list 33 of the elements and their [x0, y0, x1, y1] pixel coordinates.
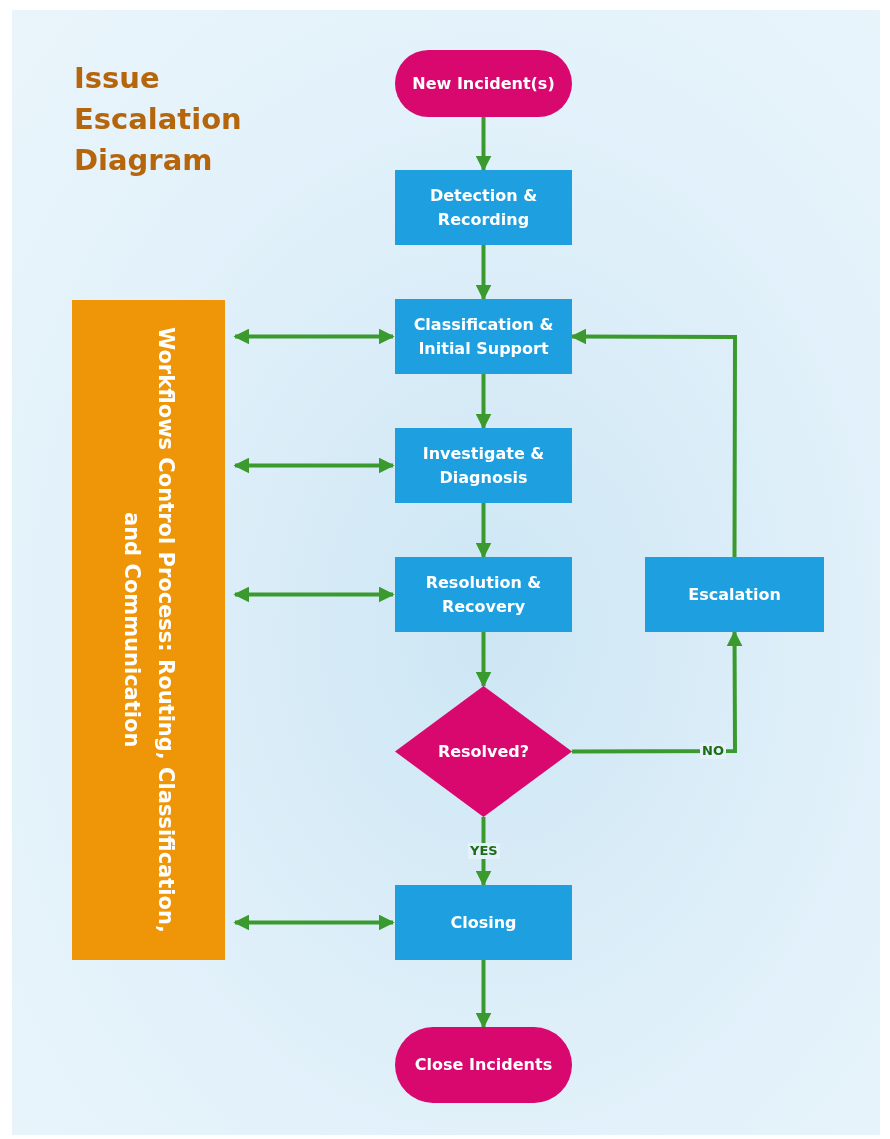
decision-diamond [395, 686, 572, 817]
node-label: New Incident(s) [412, 72, 555, 95]
process-box [395, 557, 572, 632]
workflow-band [72, 300, 225, 960]
arrow [233, 586, 395, 603]
process-box [395, 428, 572, 503]
edge-label: YES [468, 843, 500, 859]
node-label: Investigate & Diagnosis [421, 442, 546, 489]
edge-label: NO [700, 743, 726, 759]
node-label: Classification & Initial Support [412, 313, 555, 360]
process-box [395, 170, 572, 245]
arrow [233, 914, 395, 931]
process-box [645, 557, 824, 632]
arrow [475, 117, 492, 172]
arrow [475, 245, 492, 301]
diagram-title: Issue Escalation Diagram [74, 60, 243, 179]
node-label: Escalation [688, 583, 781, 606]
node-label: Workflows Control Process: Routing, Classification, and Communication [118, 326, 179, 935]
node-label: Resolution & Recovery [424, 571, 543, 618]
arrow [475, 503, 492, 559]
arrow [475, 632, 492, 688]
process-box [395, 299, 572, 374]
node-label: Closing [450, 911, 517, 934]
arrow [475, 817, 492, 887]
arrow [475, 960, 492, 1029]
arrow [233, 328, 395, 345]
node-label: Detection & Recording [428, 184, 539, 231]
process-box [395, 885, 572, 960]
node-label: Resolved? [437, 740, 530, 763]
arrow [572, 630, 743, 754]
arrow [475, 374, 492, 430]
arrow [233, 457, 395, 474]
node-label: Close Incidents [414, 1054, 553, 1076]
